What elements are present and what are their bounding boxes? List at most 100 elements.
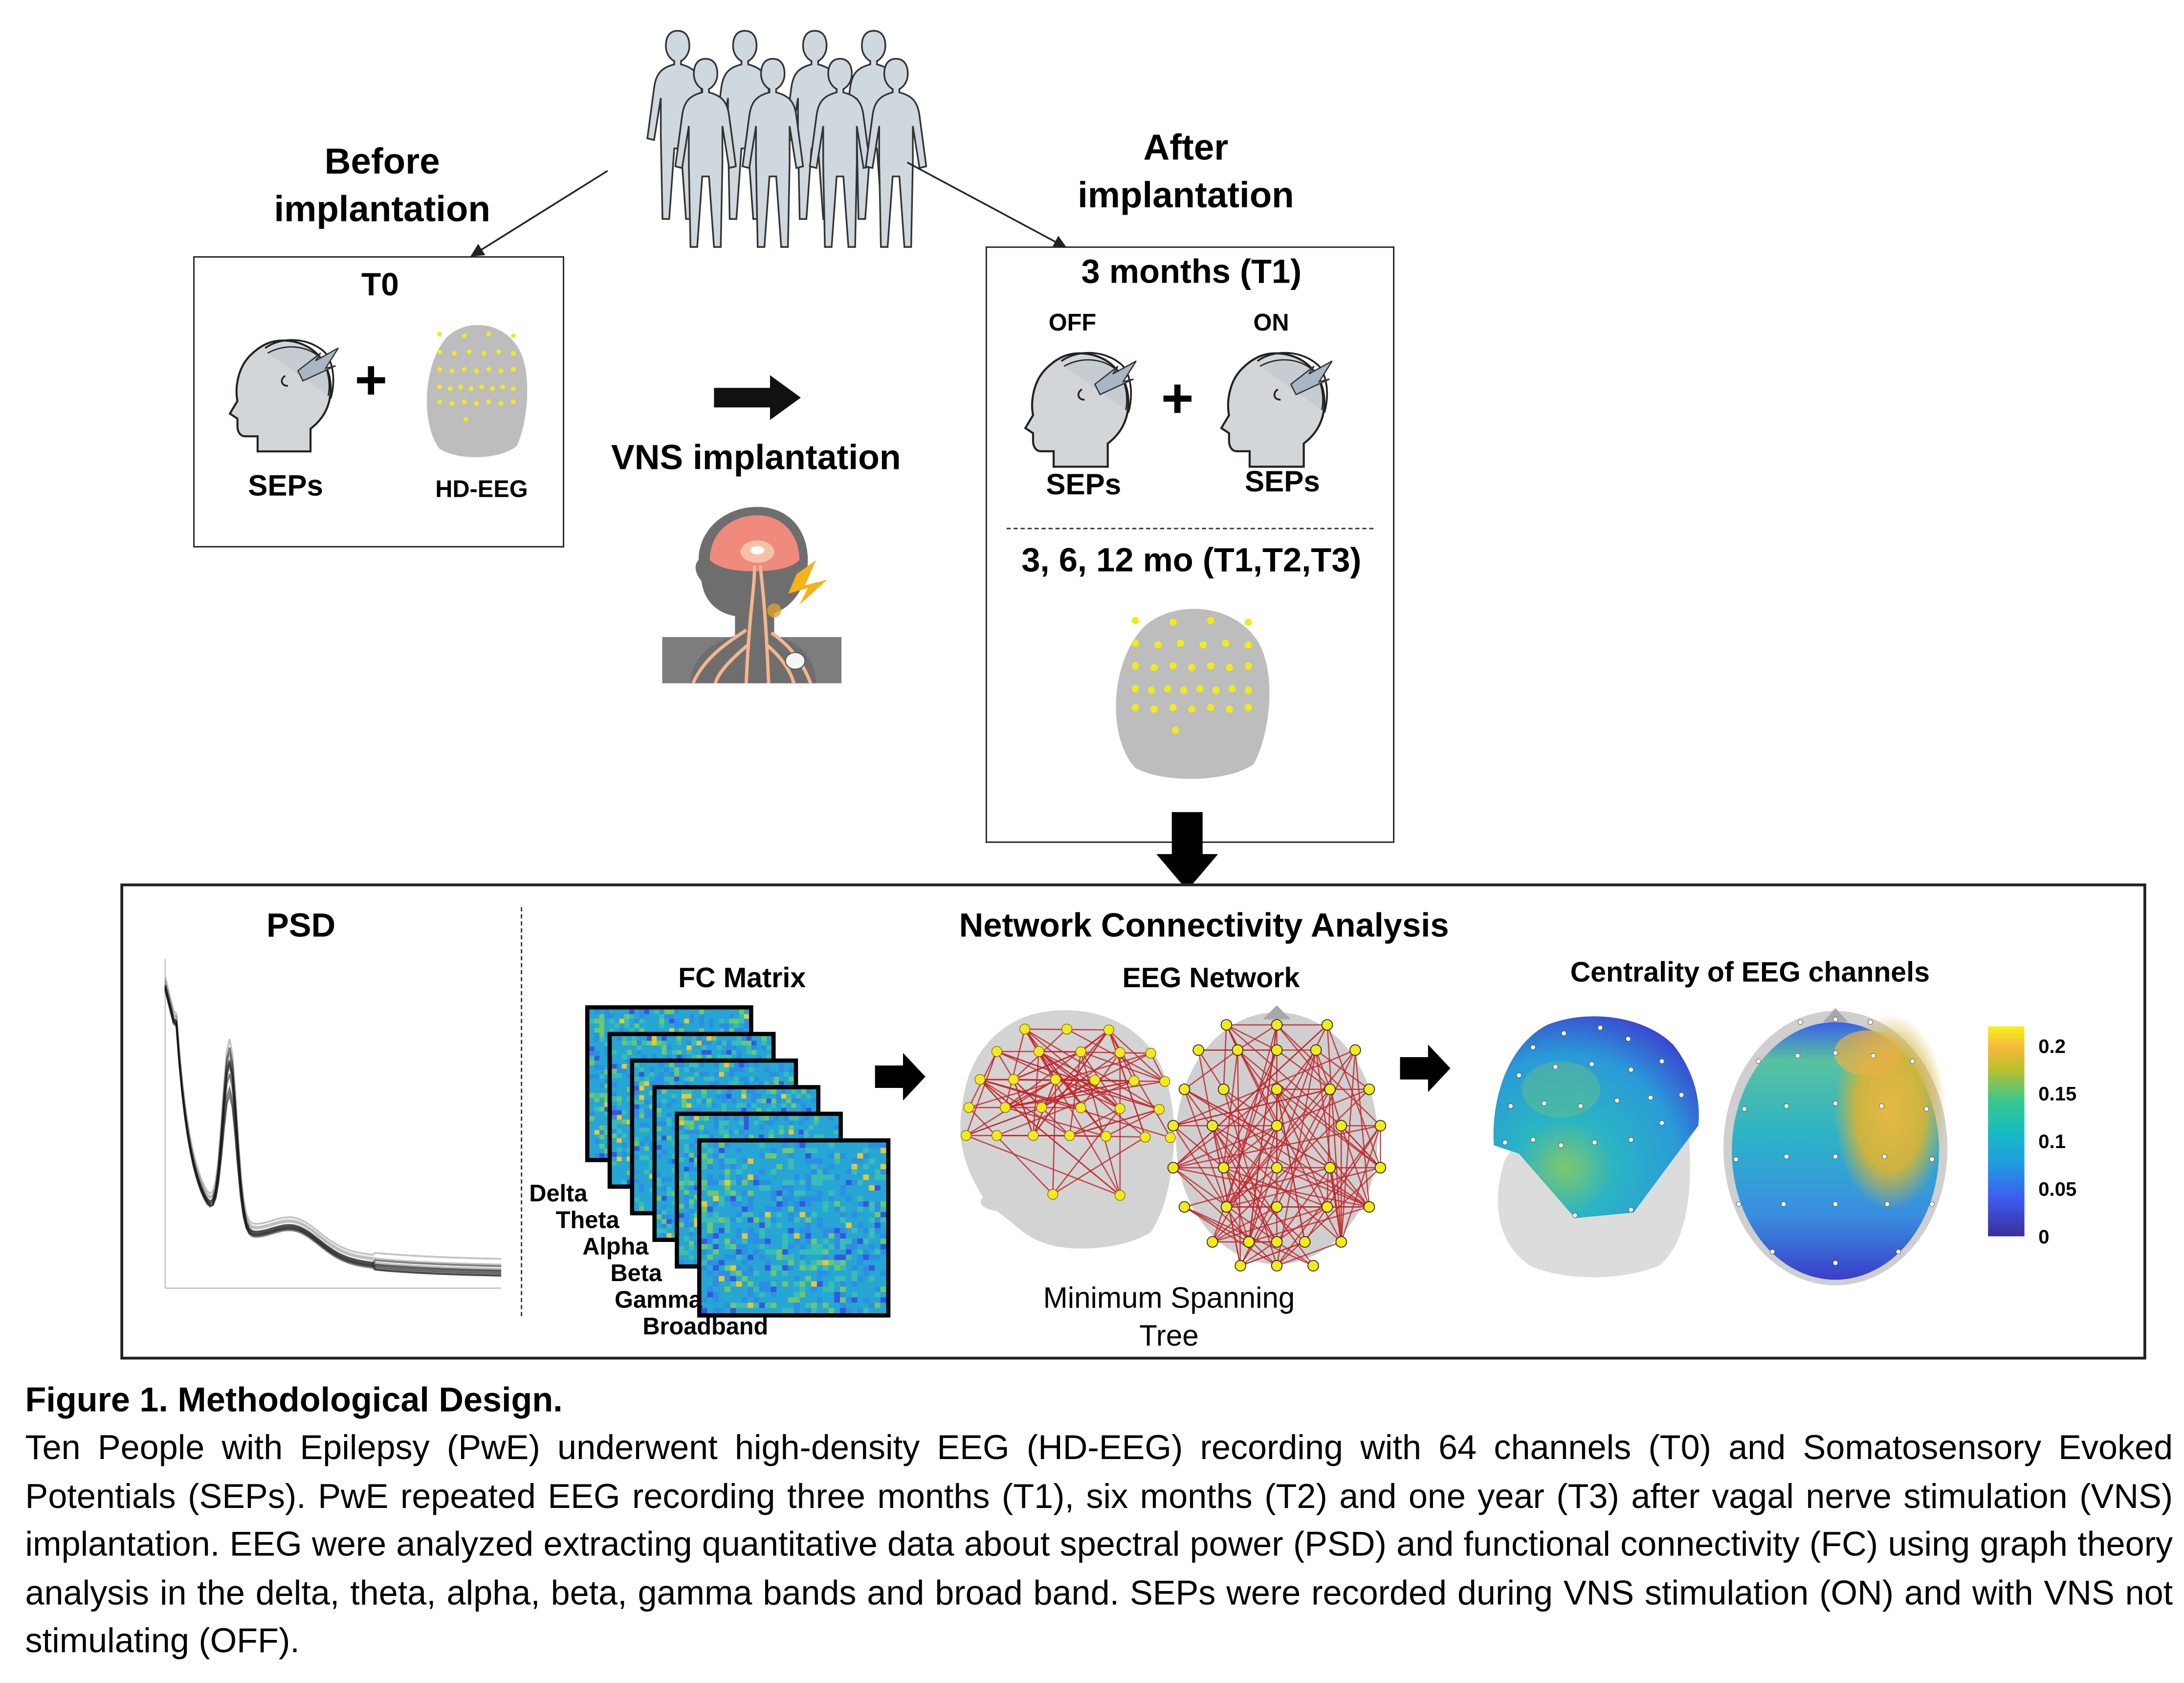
electrode-marker	[1798, 1019, 1803, 1024]
network-node	[1154, 1104, 1165, 1114]
electrode-dot	[1229, 685, 1236, 692]
band-label-alpha: Alpha	[582, 1234, 648, 1262]
t1-title: 3 months (T1)	[987, 253, 1396, 292]
network-node	[1160, 1076, 1170, 1086]
network-node	[1311, 1045, 1322, 1056]
network-node	[1090, 1075, 1100, 1085]
electrode-marker	[1924, 1107, 1929, 1111]
network-node	[1062, 1024, 1072, 1034]
network-node	[1322, 1019, 1333, 1030]
band-label-beta: Beta	[610, 1260, 662, 1288]
network-node	[975, 1074, 985, 1085]
off-label: OFF	[1023, 310, 1121, 337]
electrode-marker	[1531, 1045, 1536, 1050]
network-node	[1207, 1237, 1218, 1247]
electrode-dot	[449, 369, 454, 374]
network-node	[1179, 1084, 1190, 1095]
electrode-dot	[1245, 662, 1252, 669]
band-label-delta: Delta	[529, 1180, 587, 1208]
followup-title: 3, 6, 12 mo (T1,T2,T3)	[987, 542, 1396, 581]
network-node	[1375, 1120, 1386, 1131]
psd-trace	[165, 985, 501, 1270]
electrode-dot	[474, 401, 479, 406]
electrode-dot	[511, 399, 516, 404]
electrode-dot	[462, 367, 467, 372]
plus-icon: +	[346, 353, 396, 409]
vns-implant-illustration	[662, 504, 841, 684]
network-node	[1232, 1045, 1243, 1056]
electrode-marker	[1592, 1140, 1597, 1145]
network-node	[1300, 1237, 1310, 1247]
t0-seps-label: SEPs	[222, 470, 349, 504]
electrode-dot	[480, 385, 485, 390]
on-label: ON	[1222, 310, 1320, 337]
arrow-to-after	[907, 162, 1064, 246]
electrode-marker	[1781, 1202, 1786, 1207]
t0-title: T0	[195, 266, 566, 304]
electrode-dot	[482, 351, 486, 356]
electrode-marker	[1573, 1213, 1578, 1218]
electrode-dot	[463, 417, 468, 422]
eeg-network-side-view	[955, 1001, 1179, 1253]
network-node	[1076, 1103, 1086, 1113]
electrode-marker	[1553, 1064, 1558, 1069]
electrode-marker	[1578, 1104, 1583, 1108]
network-node	[1048, 1189, 1058, 1199]
electrode-dot	[1132, 685, 1139, 692]
head-surface	[1116, 609, 1269, 779]
electrode-dot	[437, 332, 442, 336]
network-node	[1324, 1084, 1335, 1095]
network-node	[1218, 1084, 1229, 1095]
right-arrow-icon	[875, 1053, 926, 1100]
network-edge	[1106, 1136, 1145, 1137]
electrode-dot	[499, 369, 504, 374]
electrode-marker	[1531, 1137, 1536, 1142]
psd-title: PSD	[210, 908, 392, 947]
electrode-dot	[1154, 641, 1162, 648]
network-node	[1037, 1103, 1047, 1113]
colorbar	[1988, 1026, 2024, 1237]
electrode-dot	[1226, 706, 1233, 713]
mst-label-line2: Tree	[1008, 1318, 1330, 1355]
electrode-marker	[1648, 1095, 1653, 1100]
psd-trace	[165, 977, 501, 1259]
electrode-marker	[1885, 1202, 1890, 1207]
network-node	[1140, 1132, 1150, 1142]
network-node	[1235, 1261, 1246, 1271]
electrode-marker	[1833, 1050, 1838, 1055]
electrode-marker	[1795, 1053, 1800, 1058]
electrode-dot	[462, 333, 467, 338]
network-node	[1272, 1261, 1282, 1271]
electrode-marker	[1517, 1073, 1522, 1078]
network-node	[1146, 1048, 1156, 1059]
electrode-dot	[490, 386, 495, 391]
network-node	[1336, 1237, 1346, 1247]
network-node	[1193, 1045, 1204, 1056]
network-node	[1207, 1120, 1218, 1131]
network-node	[1034, 1046, 1044, 1057]
electrode-dot	[1172, 727, 1179, 734]
electrode-marker	[1833, 1202, 1838, 1207]
electrode-dot	[499, 401, 504, 406]
electrode-marker	[1896, 1249, 1901, 1254]
electrode-marker	[1833, 1101, 1838, 1106]
electrode-dot	[486, 332, 491, 336]
electrode-dot	[448, 386, 453, 391]
network-node	[1168, 1162, 1179, 1173]
sep-off-head-icon	[1015, 343, 1144, 472]
network-node	[1221, 1019, 1232, 1030]
electrode-dot	[1150, 706, 1158, 713]
electrode-dot	[1132, 704, 1139, 711]
electrode-dot	[1180, 686, 1188, 694]
psd-trace	[165, 987, 501, 1266]
network-node	[1364, 1201, 1375, 1212]
psd-plot	[162, 959, 501, 1289]
electrode-dot	[467, 349, 472, 354]
electrode-dot	[1213, 686, 1220, 694]
electrode-marker	[1784, 1154, 1789, 1159]
electrode-dot	[1169, 704, 1177, 711]
after-implantation-title: After implantation	[1053, 123, 1319, 219]
network-node	[1272, 1237, 1282, 1247]
network-node	[1336, 1120, 1346, 1131]
network-node	[1364, 1084, 1375, 1095]
